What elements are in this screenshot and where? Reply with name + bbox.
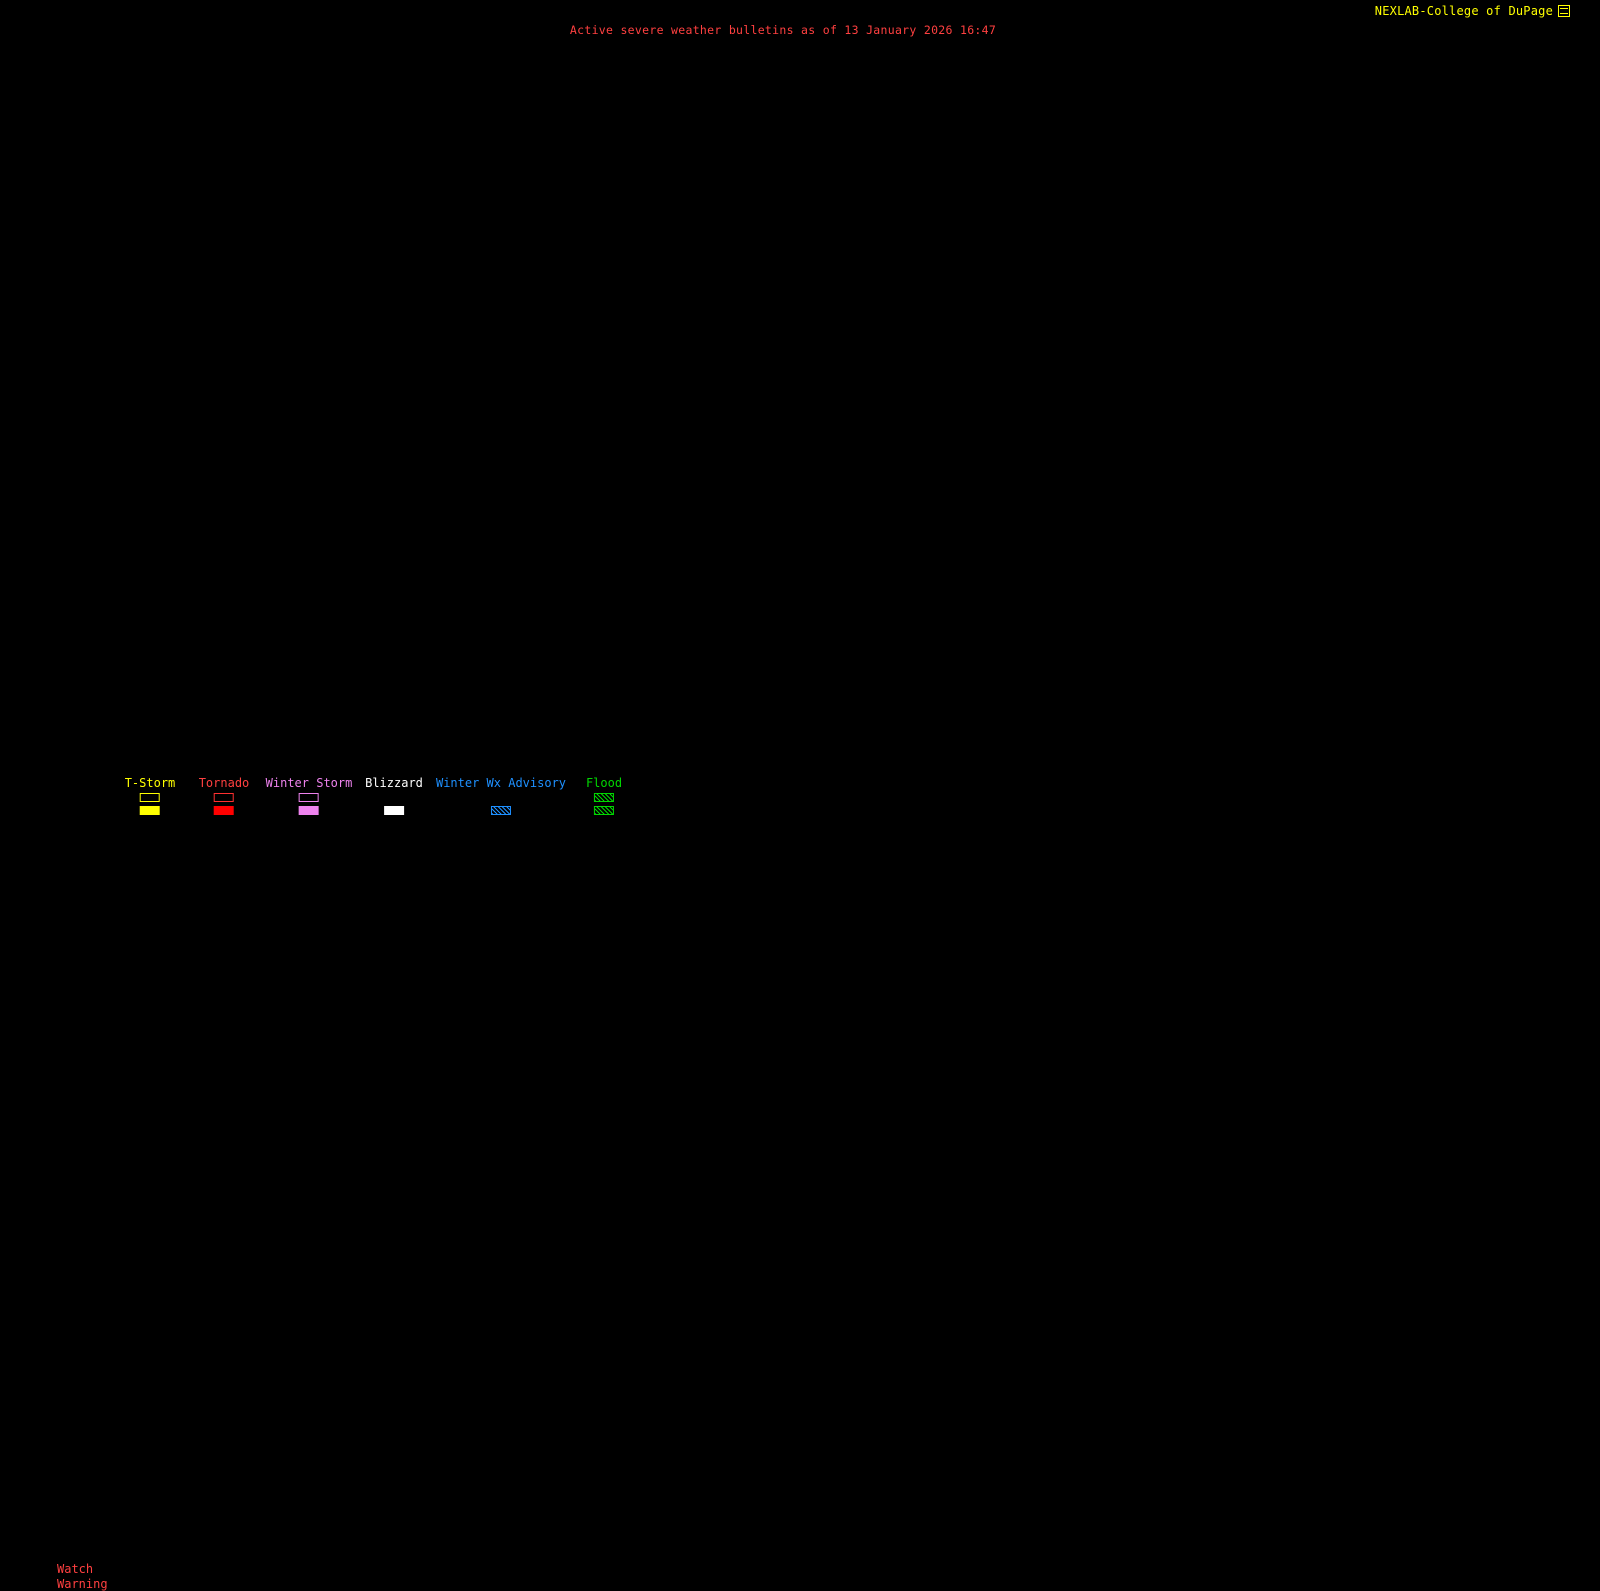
cod-logo-icon xyxy=(1558,5,1570,17)
legend-column-label: Blizzard xyxy=(365,776,423,790)
legend-column-label: Winter Wx Advisory xyxy=(435,776,567,790)
brand: NEXLAB-College of DuPage xyxy=(1375,4,1570,18)
legend-column-blizzard: Blizzard xyxy=(365,777,423,815)
watch-swatch xyxy=(298,793,319,802)
legend-row-label-warning: Warning xyxy=(57,1577,108,1591)
warning-swatch xyxy=(139,806,160,815)
weather-map: NEXLAB-College of DuPage Active severe w… xyxy=(0,4,1570,1591)
legend-row-label-watch: Watch xyxy=(57,1562,94,1576)
legend-column-tornado: Tornado xyxy=(198,776,250,815)
legend: Watch Warning T-Storm Tornado Winter Sto… xyxy=(0,775,700,1591)
warning-swatch xyxy=(490,806,511,815)
legend-column-label: Winter Storm xyxy=(265,776,353,790)
warning-swatch xyxy=(298,806,319,815)
bulletin-title: Active severe weather bulletins as of 13… xyxy=(569,23,997,37)
warning-swatch xyxy=(213,806,234,815)
legend-column-label: T-Storm xyxy=(124,776,176,790)
legend-column-winter-storm: Winter Storm xyxy=(265,776,353,815)
legend-column-label: Flood xyxy=(585,776,623,790)
warning-swatch xyxy=(594,806,614,815)
warning-swatch xyxy=(383,806,404,815)
brand-text: NEXLAB-College of DuPage xyxy=(1374,4,1553,18)
watch-swatch xyxy=(594,793,614,802)
legend-column-tstorm: T-Storm xyxy=(124,776,176,815)
watch-swatch xyxy=(139,793,160,802)
legend-column-winter-wx-advisory: Winter Wx Advisory xyxy=(436,777,566,815)
legend-column-flood: Flood xyxy=(586,777,622,815)
watch-swatch xyxy=(213,793,234,802)
legend-column-label: Tornado xyxy=(198,776,250,790)
